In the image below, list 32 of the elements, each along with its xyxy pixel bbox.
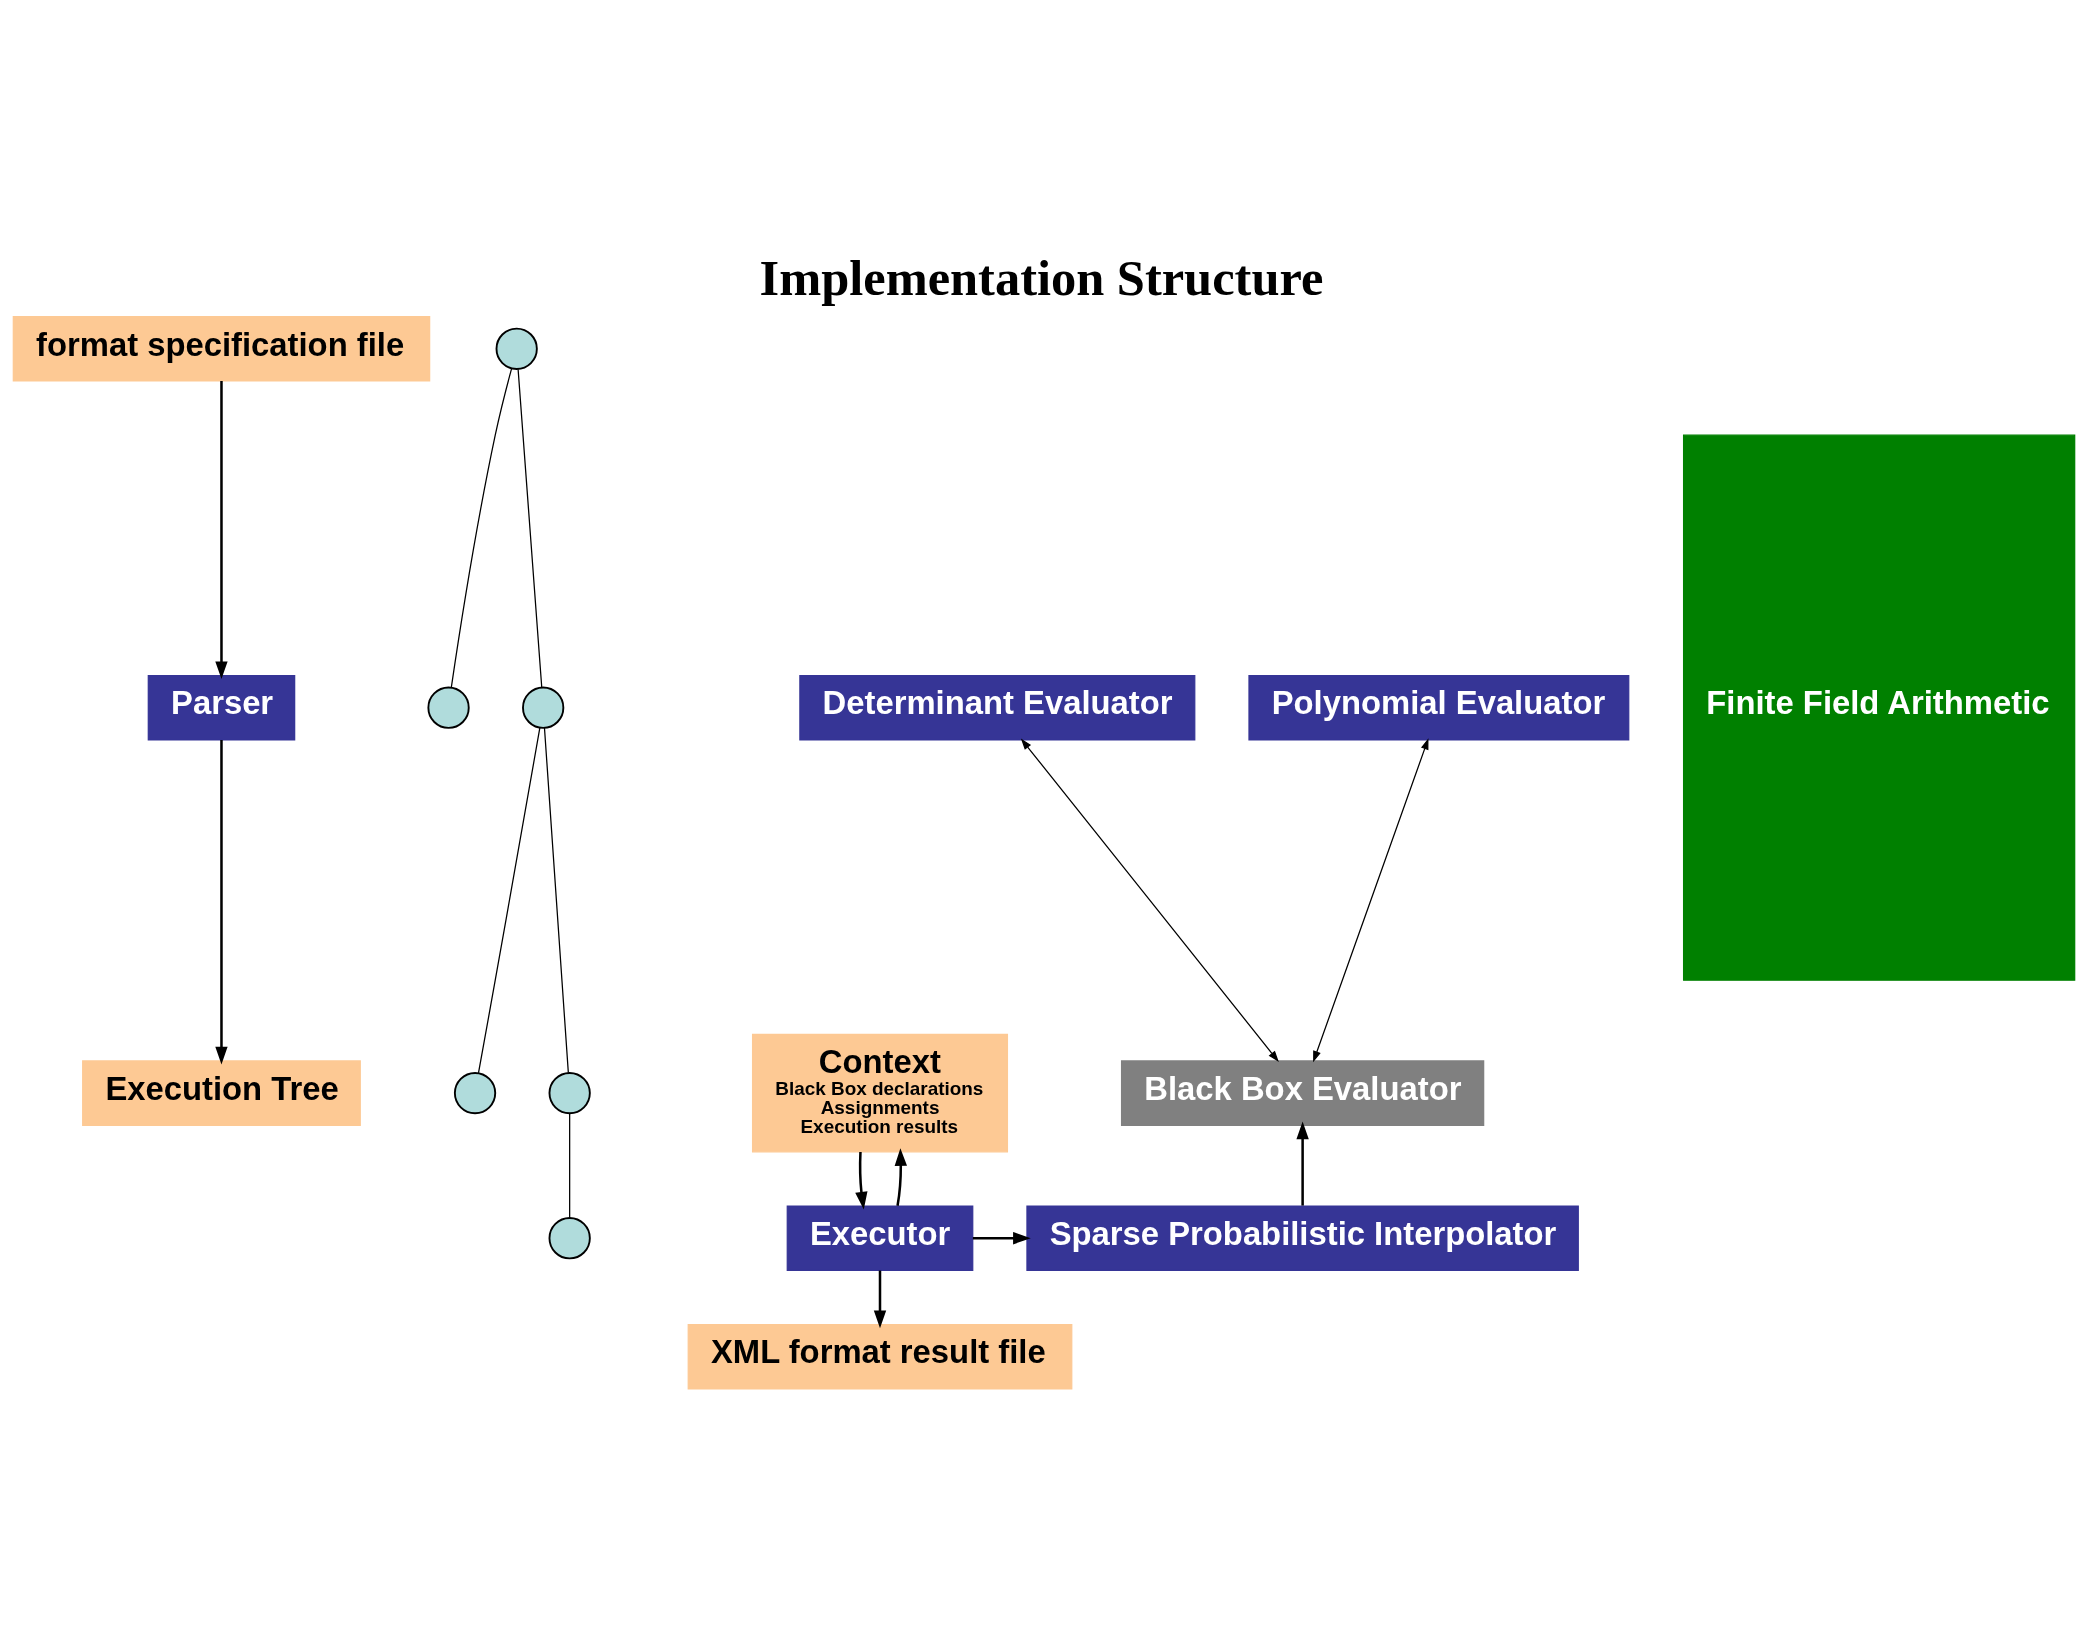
node-box: format specification file xyxy=(12,315,431,382)
node-box: Executor xyxy=(786,1204,974,1271)
arrow xyxy=(215,739,228,1064)
diagram-title: Implementation Structure xyxy=(759,249,1324,306)
arrow xyxy=(1313,737,1429,1062)
node-box: Black Box Evaluator xyxy=(1120,1059,1485,1126)
connector xyxy=(543,726,569,1073)
connector xyxy=(450,367,513,688)
arrow xyxy=(215,380,228,679)
node-circle xyxy=(522,686,565,729)
node-circle xyxy=(548,1071,591,1114)
arrow xyxy=(1296,1121,1309,1206)
node-circle xyxy=(453,1071,497,1114)
arrow xyxy=(894,1147,908,1206)
connector xyxy=(569,1112,571,1218)
node-box: Parser xyxy=(147,674,296,740)
node-box: Determinant Evaluator xyxy=(799,674,1196,740)
node-box: Finite Field Arithmetic xyxy=(1682,434,2076,981)
arrow xyxy=(873,1270,887,1328)
arrow xyxy=(855,1151,868,1210)
arrow xyxy=(972,1231,1031,1244)
connector xyxy=(517,368,543,688)
connector xyxy=(477,726,541,1074)
node-box: Polynomial Evaluator xyxy=(1248,674,1630,740)
node-box: XML format result file xyxy=(687,1323,1073,1390)
node-box: Sparse Probabilistic Interpolator xyxy=(1026,1204,1579,1271)
arrow xyxy=(1020,738,1279,1062)
node-circle xyxy=(427,686,470,729)
node-box: Execution Tree xyxy=(82,1059,361,1126)
node-circle xyxy=(495,327,538,370)
node-circle xyxy=(548,1216,591,1259)
node-box: Context Black Box declarations Assignments Execution results xyxy=(751,1033,1009,1152)
